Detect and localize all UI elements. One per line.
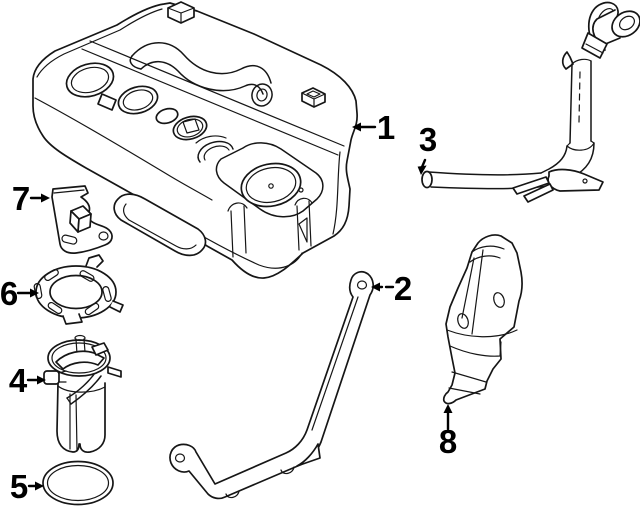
callout-1: 1 [352, 109, 395, 146]
callout-2-label: 2 [394, 270, 412, 307]
callout-8-arrowhead [443, 404, 453, 413]
pump-module-illustration [43, 334, 122, 454]
callout-4: 4 [9, 362, 46, 399]
callout-3-label: 3 [419, 121, 437, 158]
callout-7-label: 7 [12, 180, 30, 217]
callout-4-label: 4 [9, 362, 28, 399]
callout-5: 5 [10, 468, 44, 505]
filler-pipe-illustration [421, 1, 640, 203]
callout-7-arrowhead [41, 193, 50, 203]
bracket-illustration [51, 185, 113, 254]
callout-1-label: 1 [377, 109, 395, 146]
lock-ring-illustration [33, 254, 124, 325]
callout-2: 2 [371, 270, 412, 307]
callout-2-arrowhead [371, 282, 380, 292]
callout-3-arrow [420, 158, 427, 169]
callout-6-arrowhead [30, 288, 39, 298]
callout-3: 3 [417, 121, 437, 175]
o-ring-illustration [42, 460, 114, 506]
callout-8-label: 8 [439, 423, 457, 460]
callout-5-arrowhead [35, 481, 44, 491]
callout-7: 7 [12, 180, 50, 217]
heat-shield-illustration [442, 234, 523, 405]
callout-6: 6 [0, 275, 39, 312]
callout-4-arrowhead [37, 375, 46, 385]
callout-8: 8 [439, 404, 457, 460]
callout-3-arrowhead [417, 165, 427, 175]
callout-1-arrowhead [352, 122, 361, 132]
callout-5-label: 5 [10, 468, 28, 505]
tank-strap-illustration [169, 270, 374, 500]
fuel-tank-illustration [32, 1, 358, 279]
callout-6-label: 6 [0, 275, 18, 312]
